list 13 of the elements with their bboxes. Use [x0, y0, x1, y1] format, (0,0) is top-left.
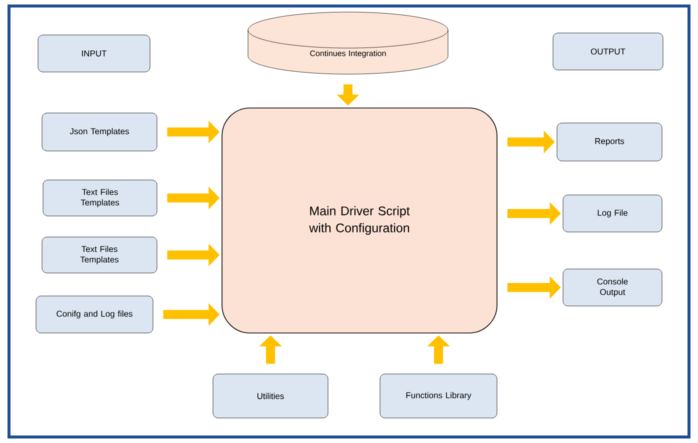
main-process-box: Main Driver Script with Configuration: [222, 108, 498, 334]
database-cylinder: Continues Integration: [248, 12, 448, 74]
process-box: Functions Library: [380, 374, 498, 418]
process-box: Reports: [556, 122, 662, 162]
process-box: Console Output: [562, 268, 662, 306]
process-box: Text Files Templates: [42, 180, 158, 216]
process-box: INPUT: [38, 34, 150, 72]
process-box: OUTPUT: [552, 32, 664, 70]
process-box: Json Templates: [42, 112, 158, 152]
process-box: Utilities: [212, 374, 328, 418]
process-box: Text Files Templates: [42, 236, 158, 274]
process-box: Log File: [562, 194, 662, 232]
process-box: Conifg and Log files: [36, 296, 154, 334]
